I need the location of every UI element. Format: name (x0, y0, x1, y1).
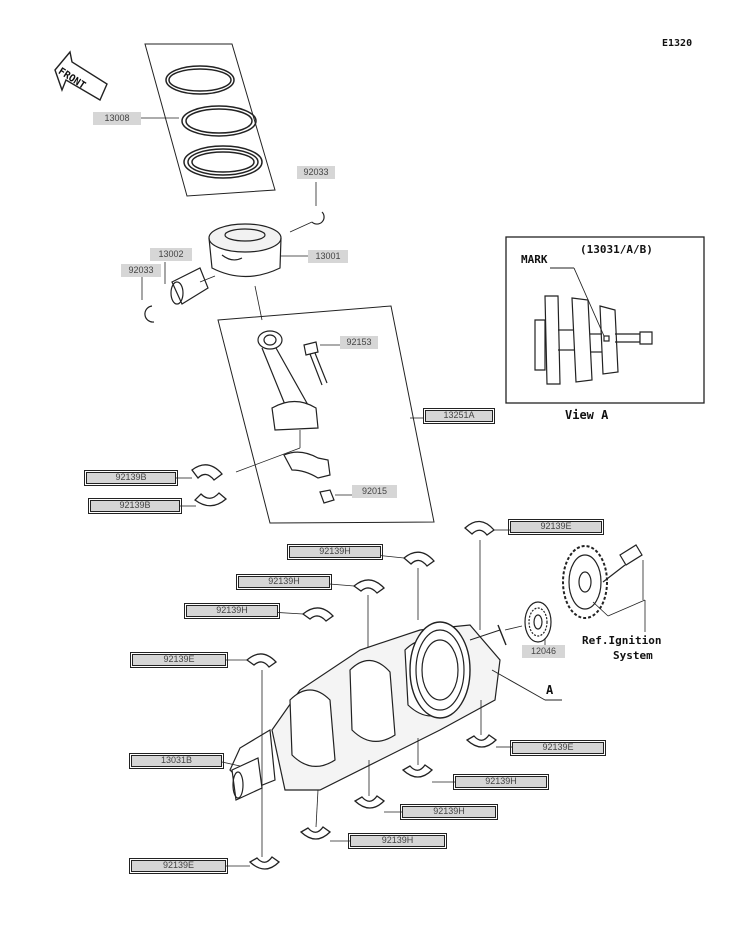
view-a-caption: View A (565, 408, 609, 422)
conrod-bearing-icons (176, 447, 301, 507)
part-label-13001[interactable]: 13001 (308, 250, 348, 263)
piston-icon (208, 223, 308, 277)
part-label-92139H-4[interactable]: 92139H (453, 774, 549, 790)
main-bearing-upper-icons (226, 520, 510, 668)
part-label-92139H-2[interactable]: 92139H (236, 574, 332, 590)
figure-code: E1320 (662, 38, 693, 49)
view-a-frame (505, 236, 705, 404)
part-label-92153[interactable]: 92153 (340, 336, 378, 349)
conrod-cap-icon (283, 430, 331, 479)
part-label-13031B[interactable]: 13031B (129, 753, 224, 769)
piston-ring-frame (144, 43, 276, 197)
part-label-92139B-2[interactable]: 92139B (88, 498, 182, 514)
part-label-13008[interactable]: 13008 (93, 112, 141, 125)
part-label-92139H-5[interactable]: 92139H (400, 804, 498, 820)
part-label-92033-lower[interactable]: 92033 (121, 264, 161, 277)
part-label-92139B-1[interactable]: 92139B (84, 470, 178, 486)
piston-pin-icon (164, 262, 216, 305)
conrod-nut-icon (319, 489, 352, 504)
view-a-crank-detail-icon (534, 267, 653, 385)
view-a-pointer-label: A (546, 683, 554, 697)
part-label-92139E-bottom[interactable]: 92139E (129, 858, 228, 874)
part-label-92139E-left[interactable]: 92139E (130, 652, 228, 668)
timing-gear-icon (504, 601, 552, 645)
circlip-lower-icon (141, 276, 155, 323)
conrod-frame (217, 305, 435, 524)
part-label-92139H-1[interactable]: 92139H (287, 544, 383, 560)
connecting-rod-icon (257, 330, 319, 431)
ignition-rotor-icon (562, 544, 646, 632)
part-label-92033-upper[interactable]: 92033 (297, 166, 335, 179)
view-a-mark-label: MARK (521, 253, 548, 266)
part-label-92139E-top[interactable]: 92139E (508, 519, 604, 535)
crankshaft-icon (221, 621, 507, 801)
part-label-13002[interactable]: 13002 (150, 248, 192, 261)
front-arrow-icon (54, 50, 108, 102)
part-label-12046[interactable]: 12046 (522, 645, 565, 658)
circlip-upper-icon (289, 182, 325, 233)
part-label-92139E-right[interactable]: 92139E (510, 740, 606, 756)
ref-ignition-line1: Ref.Ignition (582, 634, 662, 647)
part-label-92015[interactable]: 92015 (352, 485, 397, 498)
part-label-13251A[interactable]: 13251A (423, 408, 495, 424)
ref-ignition-line2: System (613, 649, 653, 662)
part-label-92139H-3[interactable]: 92139H (184, 603, 280, 619)
piston-rings (165, 65, 263, 179)
main-bearing-lower-icons (226, 670, 512, 870)
part-label-92139H-6[interactable]: 92139H (348, 833, 447, 849)
view-a-title: (13031/A/B) (580, 243, 653, 256)
conrod-bolt-icon (303, 341, 340, 386)
